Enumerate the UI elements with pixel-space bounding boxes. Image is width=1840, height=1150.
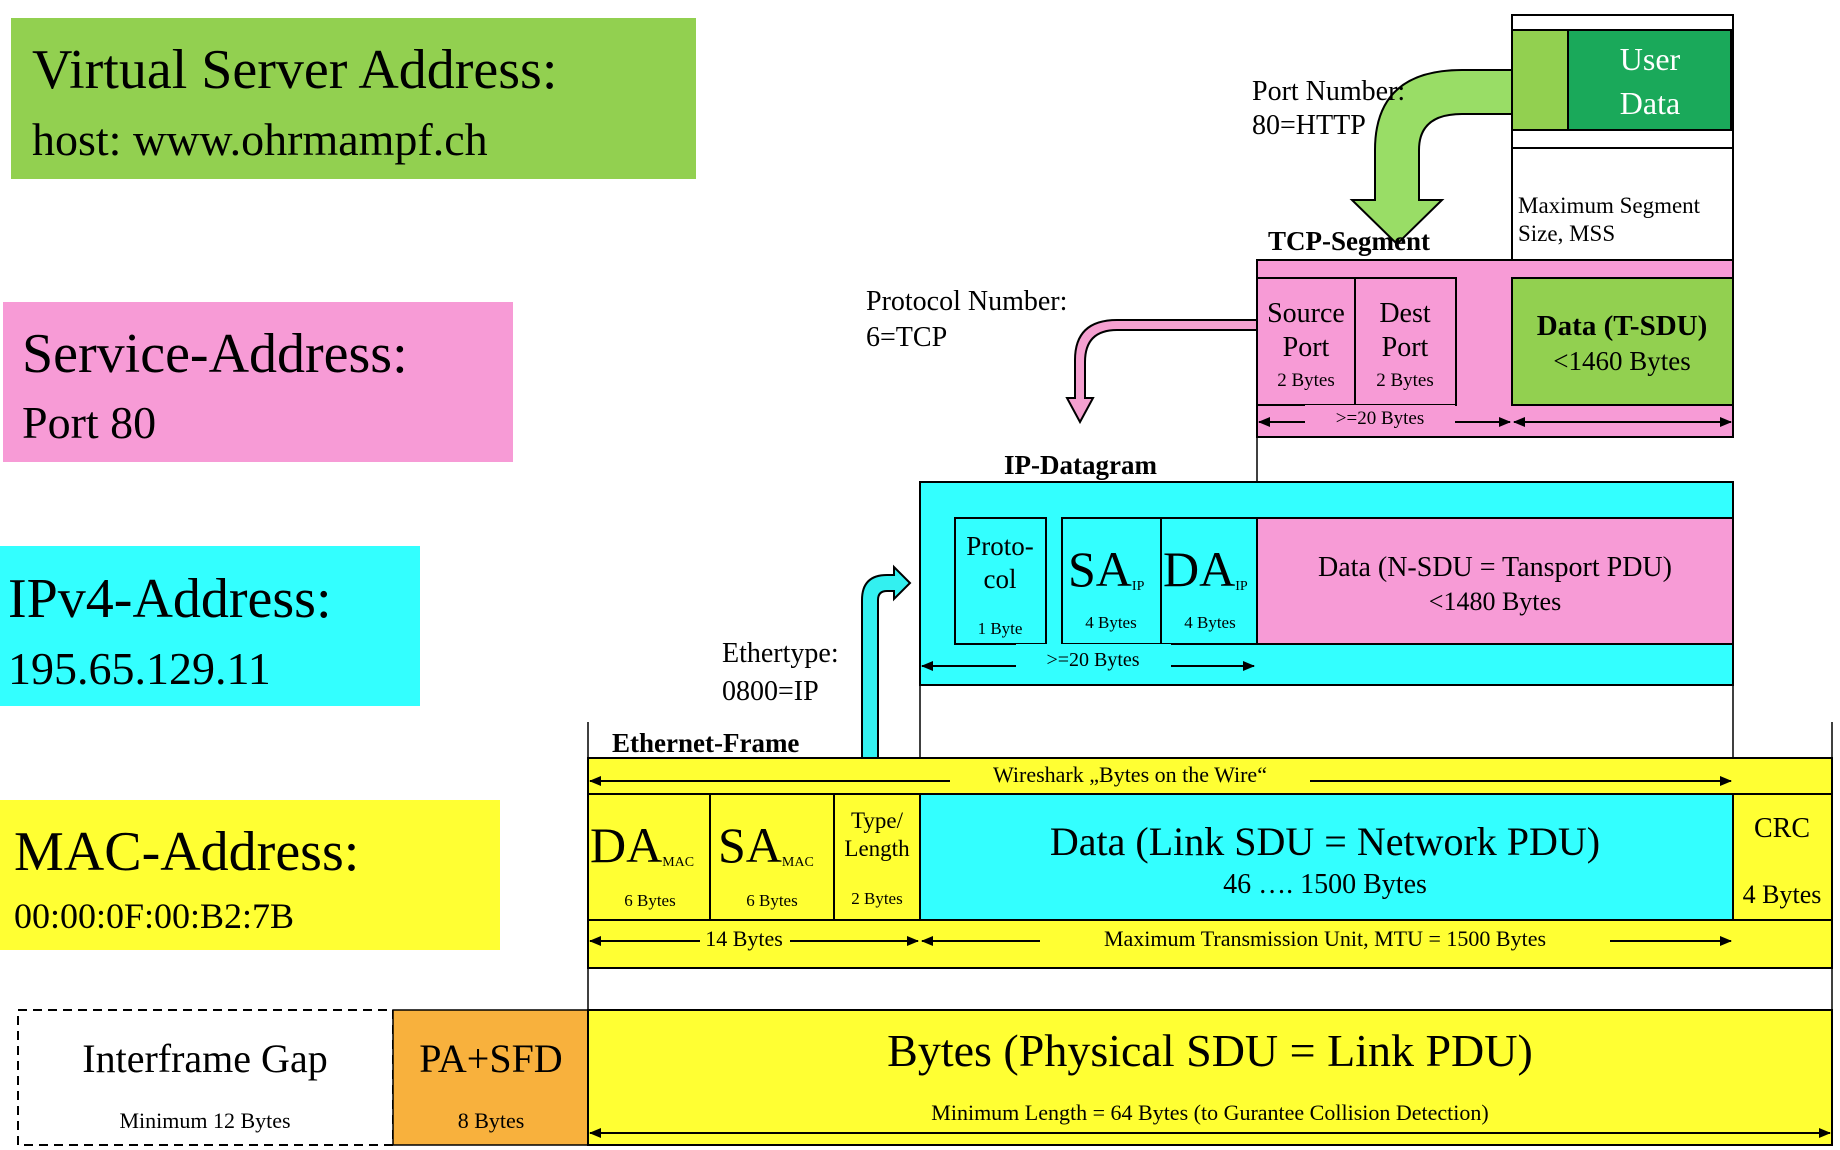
mac-address-title: MAC-Address:: [14, 821, 359, 883]
ip-data-field: [1256, 517, 1734, 645]
eth-crc-size: 4 Bytes: [1743, 880, 1822, 909]
eth-da-label: DAMAC: [590, 817, 694, 873]
port-number-line1: Port Number:: [1252, 76, 1405, 107]
tcp-dest-port-l1: Dest: [1379, 298, 1431, 329]
ip-data-size: <1480 Bytes: [1429, 587, 1561, 616]
eth-da-field: [587, 793, 711, 921]
preamble-sfd-block: PA+SFD 8 Bytes: [392, 1009, 589, 1146]
eth-mtu-label: Maximum Transmission Unit, MTU = 1500 By…: [1104, 926, 1546, 951]
ipv4-address-title: IPv4-Address:: [8, 568, 332, 630]
ip-sa-size: 4 Bytes: [1085, 613, 1136, 632]
eth-sa-size: 6 Bytes: [746, 891, 797, 910]
eth-type-l2: Length: [844, 836, 910, 861]
ipv4-address-value: 195.65.129.11: [8, 643, 271, 694]
eth-sa-field: [709, 793, 835, 921]
service-address-value: Port 80: [22, 397, 156, 448]
ipv4-address-box: IPv4-Address: 195.65.129.11: [0, 546, 420, 706]
eth-data-title: Data (Link SDU = Network PDU): [1050, 819, 1600, 864]
interframe-gap-block: Interframe Gap Minimum 12 Bytes: [17, 1009, 394, 1146]
mss-line2: Size, MSS: [1518, 221, 1615, 246]
ip-da-label: DAIP: [1163, 541, 1248, 597]
green-port-arrow: [1349, 69, 1513, 246]
eth-type-size: 2 Bytes: [851, 889, 902, 908]
ip-datagram: Proto- col 1 Byte SAIP 4 Bytes DAIP 4 By…: [919, 481, 1734, 686]
ip-sa-label: SAIP: [1068, 541, 1145, 597]
tcp-dest-port-size: 2 Bytes: [1376, 370, 1434, 391]
virtual-server-address-value: host: www.ohrmampf.ch: [32, 114, 488, 165]
cyan-ethertype-arrow: [861, 564, 912, 759]
virtual-server-address-title: Virtual Server Address:: [32, 39, 557, 101]
user-data-line1: User: [1620, 41, 1681, 77]
ip-protocol-l2: col: [984, 564, 1017, 594]
ethertype-line1: Ethertype:: [722, 638, 839, 669]
service-address-title: Service-Address:: [22, 323, 408, 385]
eth-header-size: 14 Bytes: [705, 926, 783, 951]
eth-data-field: [919, 793, 1734, 921]
ip-header-size: >=20 Bytes: [1046, 649, 1139, 671]
service-address-box: Service-Address: Port 80: [3, 302, 513, 462]
tcp-source-port-size: 2 Bytes: [1277, 370, 1335, 391]
user-data-block: User Data: [1511, 14, 1734, 149]
tcp-data-field: [1511, 277, 1734, 406]
tcp-segment: Source Port 2 Bytes Dest Port 2 Bytes Da…: [1256, 259, 1734, 438]
mac-address-value: 00:00:0F:00:B2:7B: [14, 896, 294, 936]
ip-sa-field: [1061, 517, 1162, 645]
eth-sa-label: SAMAC: [718, 817, 814, 873]
interframe-gap-size: Minimum 12 Bytes: [119, 1108, 290, 1133]
ip-da-field: [1160, 517, 1258, 645]
protocol-number-line2: 6=TCP: [866, 322, 947, 353]
interframe-gap-title: Interframe Gap: [82, 1036, 327, 1081]
ip-da-size: 4 Bytes: [1184, 613, 1235, 632]
wireshark-label: Wireshark „Bytes on the Wire“: [993, 762, 1267, 787]
tcp-data-size: <1460 Bytes: [1553, 346, 1690, 376]
ethernet-frame: Wireshark „Bytes on the Wire“ DAMAC 6 By…: [587, 757, 1833, 969]
ethertype-line2: 0800=IP: [722, 676, 819, 707]
tcp-segment-title: TCP-Segment: [1268, 226, 1430, 256]
eth-crc-label: CRC: [1754, 813, 1810, 844]
ip-protocol-size: 1 Byte: [978, 619, 1023, 638]
mss-line1: Maximum Segment: [1518, 193, 1701, 218]
tcp-source-port-l1: Source: [1267, 298, 1345, 329]
physical-bytes-block: Bytes (Physical SDU = Link PDU) Minimum …: [587, 1009, 1833, 1146]
ip-datagram-title: IP-Datagram: [1004, 450, 1157, 480]
pa-sfd-title: PA+SFD: [419, 1036, 562, 1081]
pa-sfd-size: 8 Bytes: [458, 1108, 525, 1133]
eth-data-size: 46 …. 1500 Bytes: [1223, 869, 1427, 900]
tcp-source-port-l2: Port: [1283, 332, 1330, 363]
ip-data-title: Data (N-SDU = Tansport PDU): [1318, 552, 1672, 583]
physical-bytes-size: Minimum Length = 64 Bytes (to Gurantee C…: [931, 1100, 1488, 1125]
pink-protocol-arrow: [1065, 319, 1258, 425]
ip-protocol-field: [954, 517, 1047, 645]
virtual-server-address-box: Virtual Server Address: host: www.ohrmam…: [11, 18, 696, 179]
ethernet-frame-title: Ethernet-Frame: [612, 728, 799, 758]
user-data-line2: Data: [1620, 85, 1680, 121]
protocol-number-line1: Protocol Number:: [866, 286, 1067, 317]
eth-type-l1: Type/: [851, 808, 904, 833]
tcp-header-size: >=20 Bytes: [1336, 408, 1424, 429]
tcp-data-title: Data (T-SDU): [1537, 310, 1708, 342]
ip-protocol-l1: Proto-: [966, 531, 1034, 561]
mac-address-box: MAC-Address: 00:00:0F:00:B2:7B: [0, 800, 500, 950]
tcp-dest-port-l2: Port: [1382, 332, 1429, 363]
eth-da-size: 6 Bytes: [624, 891, 675, 910]
physical-bytes-title: Bytes (Physical SDU = Link PDU): [887, 1025, 1533, 1076]
port-number-line2: 80=HTTP: [1252, 110, 1366, 141]
tcp-dest-port-field: [1354, 277, 1457, 406]
eth-crc-field: [1732, 793, 1833, 921]
